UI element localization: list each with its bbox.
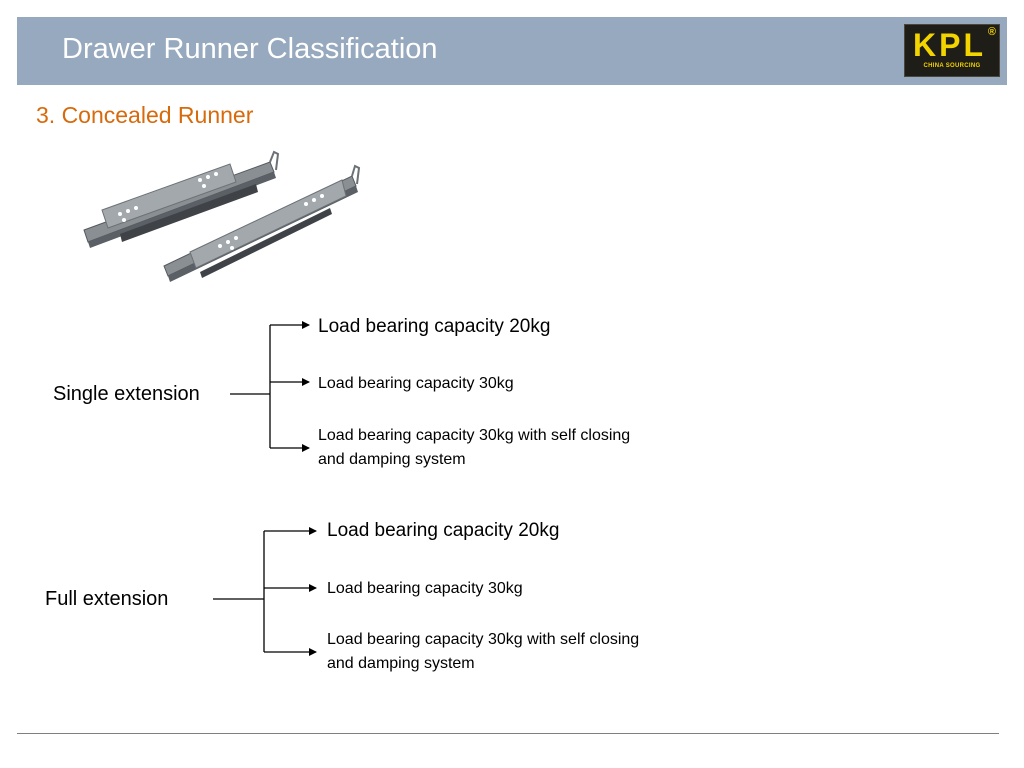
- page-title: Drawer Runner Classification: [62, 33, 438, 65]
- runner-rail-right: [163, 164, 361, 282]
- footer-divider: [17, 733, 999, 734]
- full-option-20kg: Load bearing capacity 20kg: [327, 520, 560, 541]
- single-option-20kg: Load bearing capacity 20kg: [318, 316, 551, 337]
- single-extension-label: Single extension: [53, 383, 200, 405]
- concealed-runner-image: [83, 150, 361, 282]
- runner-rail-left: [83, 150, 280, 248]
- full-option-30kg-soft-close: Load bearing capacity 30kg with self clo…: [327, 631, 640, 672]
- single-extension-connectors: [230, 321, 310, 452]
- logo-subtext: CHINA SOURCING: [923, 63, 981, 69]
- header-bar: Drawer Runner Classification KPL ® CHINA…: [17, 17, 1007, 85]
- kpl-logo: KPL ® CHINA SOURCING: [904, 24, 1000, 77]
- logo-text: KPL: [913, 27, 986, 63]
- single-option-30kg: Load bearing capacity 30kg: [318, 375, 514, 392]
- full-option-30kg: Load bearing capacity 30kg: [327, 580, 523, 597]
- full-extension-connectors: [213, 527, 317, 656]
- section-subtitle: 3. Concealed Runner: [36, 102, 254, 128]
- registered-mark: ®: [987, 26, 996, 38]
- single-option-30kg-soft-close: Load bearing capacity 30kg with self clo…: [318, 427, 631, 468]
- full-extension-label: Full extension: [45, 588, 169, 610]
